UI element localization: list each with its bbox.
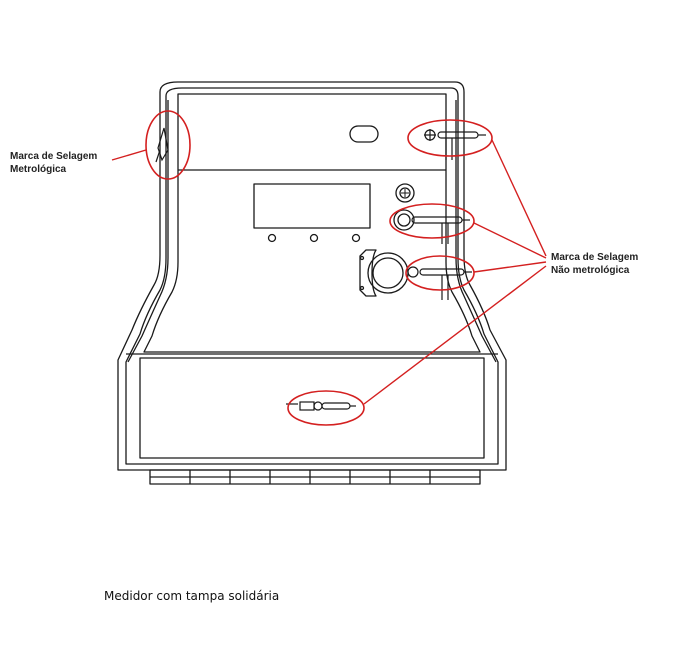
button-1 bbox=[267, 233, 277, 243]
leader-metro bbox=[111, 149, 147, 161]
button-2 bbox=[309, 233, 319, 243]
meter-body-inner bbox=[125, 87, 499, 465]
reset-button bbox=[395, 183, 415, 203]
metrological-seal-label-line1: Marca de Selagem bbox=[10, 151, 98, 162]
seal-ring bbox=[359, 249, 377, 297]
optical-port bbox=[349, 125, 379, 143]
highlight-seal-top bbox=[407, 119, 493, 157]
non-metrological-seal-label: Marca de Selagem Não metrológica bbox=[551, 251, 638, 277]
leader-bottom bbox=[363, 265, 547, 405]
highlight-seal-lower bbox=[405, 255, 475, 291]
left-side-strip bbox=[127, 100, 169, 363]
seal-clip-bottom bbox=[286, 401, 356, 411]
seal-clip-left bbox=[155, 127, 169, 163]
leader-middle bbox=[473, 222, 547, 259]
seal-clip-middle bbox=[411, 216, 470, 244]
non-metrological-seal-label-line2: Não metrológica bbox=[551, 265, 630, 276]
highlight-seal-middle bbox=[389, 203, 475, 239]
highlight-metro-seal bbox=[145, 110, 191, 180]
display-window bbox=[253, 183, 371, 229]
button-3 bbox=[351, 233, 361, 243]
right-side-strip bbox=[455, 100, 497, 363]
terminal-cover-inner bbox=[139, 357, 485, 459]
meter-body-outline bbox=[117, 81, 507, 471]
seal-clip-lower bbox=[407, 266, 472, 300]
seal-screw bbox=[393, 209, 415, 231]
leader-lower bbox=[473, 261, 547, 273]
figure-caption: Medidor com tampa solidária bbox=[104, 589, 280, 603]
metrological-seal-label-line2: Metrológica bbox=[10, 164, 67, 175]
leader-top bbox=[491, 139, 547, 257]
terminal-slots bbox=[150, 470, 480, 484]
metrological-seal-label: Marca de Selagem Metrológica bbox=[10, 150, 97, 176]
highlight-seal-bottom bbox=[287, 390, 365, 426]
non-metrological-seal-label-line1: Marca de Selagem bbox=[551, 252, 639, 263]
